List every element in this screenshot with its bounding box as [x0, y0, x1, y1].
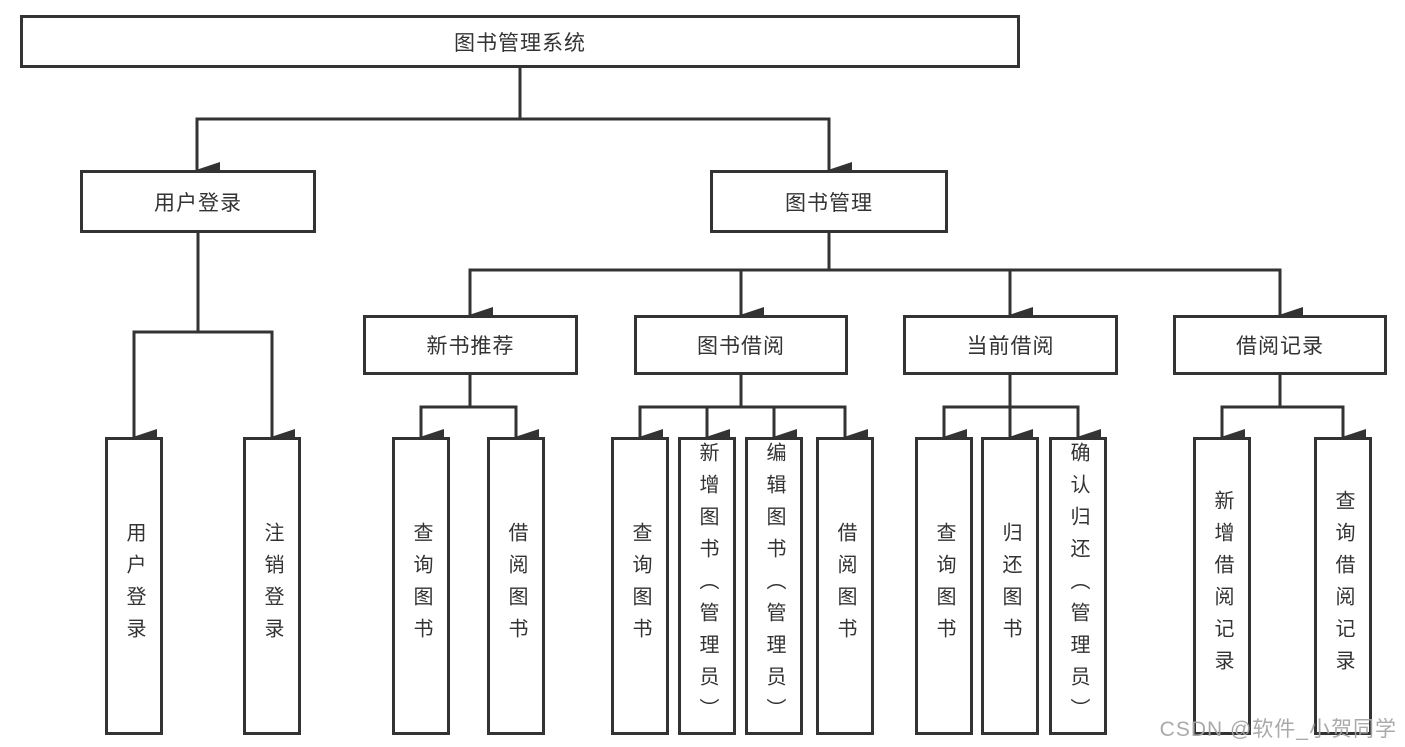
node-label: 新增借阅记录: [1211, 490, 1233, 682]
node-library-management-system: 图书管理系统: [20, 15, 1020, 68]
node-label: 借阅记录: [1236, 335, 1324, 358]
leaf-query-books-borrow: 查询图书: [611, 437, 669, 735]
node-label: 图书管理: [785, 191, 873, 215]
leaf-query-books-recommend: 查询图书: [392, 437, 450, 735]
node-label: 归还图书: [999, 522, 1021, 650]
node-label: 借阅图书: [505, 522, 527, 650]
leaf-borrow-books-recommend: 借阅图书: [487, 437, 545, 735]
node-borrow-records: 借阅记录: [1173, 315, 1387, 375]
node-book-management: 图书管理: [710, 170, 948, 233]
node-label: 图书借阅: [697, 335, 785, 358]
node-current-borrow: 当前借阅: [903, 315, 1118, 375]
node-label: 编辑图书（管理员）: [763, 442, 785, 730]
node-label: 查询图书: [933, 522, 955, 650]
node-label: 注销登录: [261, 522, 283, 650]
node-book-borrow: 图书借阅: [634, 315, 848, 375]
csdn-watermark: CSDN @软件_小贺同学: [1159, 718, 1397, 741]
leaf-query-borrow-record: 查询借阅记录: [1314, 437, 1372, 735]
node-label: 确认归还（管理员）: [1067, 442, 1089, 730]
leaf-add-borrow-record: 新增借阅记录: [1193, 437, 1251, 735]
node-label: 查询图书: [410, 522, 432, 650]
node-label: 新增图书（管理员）: [696, 442, 718, 730]
node-label: 借阅图书: [834, 522, 856, 650]
leaf-return-books: 归还图书: [981, 437, 1039, 735]
leaf-user-login: 用户登录: [105, 437, 163, 735]
node-label: 图书管理系统: [454, 31, 586, 55]
node-label: 查询图书: [629, 522, 651, 650]
node-label: 查询借阅记录: [1332, 490, 1354, 682]
node-label: 当前借阅: [966, 335, 1055, 358]
leaf-logout: 注销登录: [243, 437, 301, 735]
node-label: 新书推荐: [426, 335, 515, 358]
node-label: 用户登录: [154, 191, 242, 215]
leaf-borrow-books: 借阅图书: [816, 437, 874, 735]
node-user-login: 用户登录: [80, 170, 316, 233]
leaf-add-books-admin: 新增图书（管理员）: [678, 437, 736, 735]
leaf-confirm-return-admin: 确认归还（管理员）: [1049, 437, 1107, 735]
node-new-book-recommend: 新书推荐: [363, 315, 578, 375]
leaf-query-books-current: 查询图书: [915, 437, 973, 735]
node-label: 用户登录: [123, 522, 145, 650]
leaf-edit-books-admin: 编辑图书（管理员）: [745, 437, 803, 735]
